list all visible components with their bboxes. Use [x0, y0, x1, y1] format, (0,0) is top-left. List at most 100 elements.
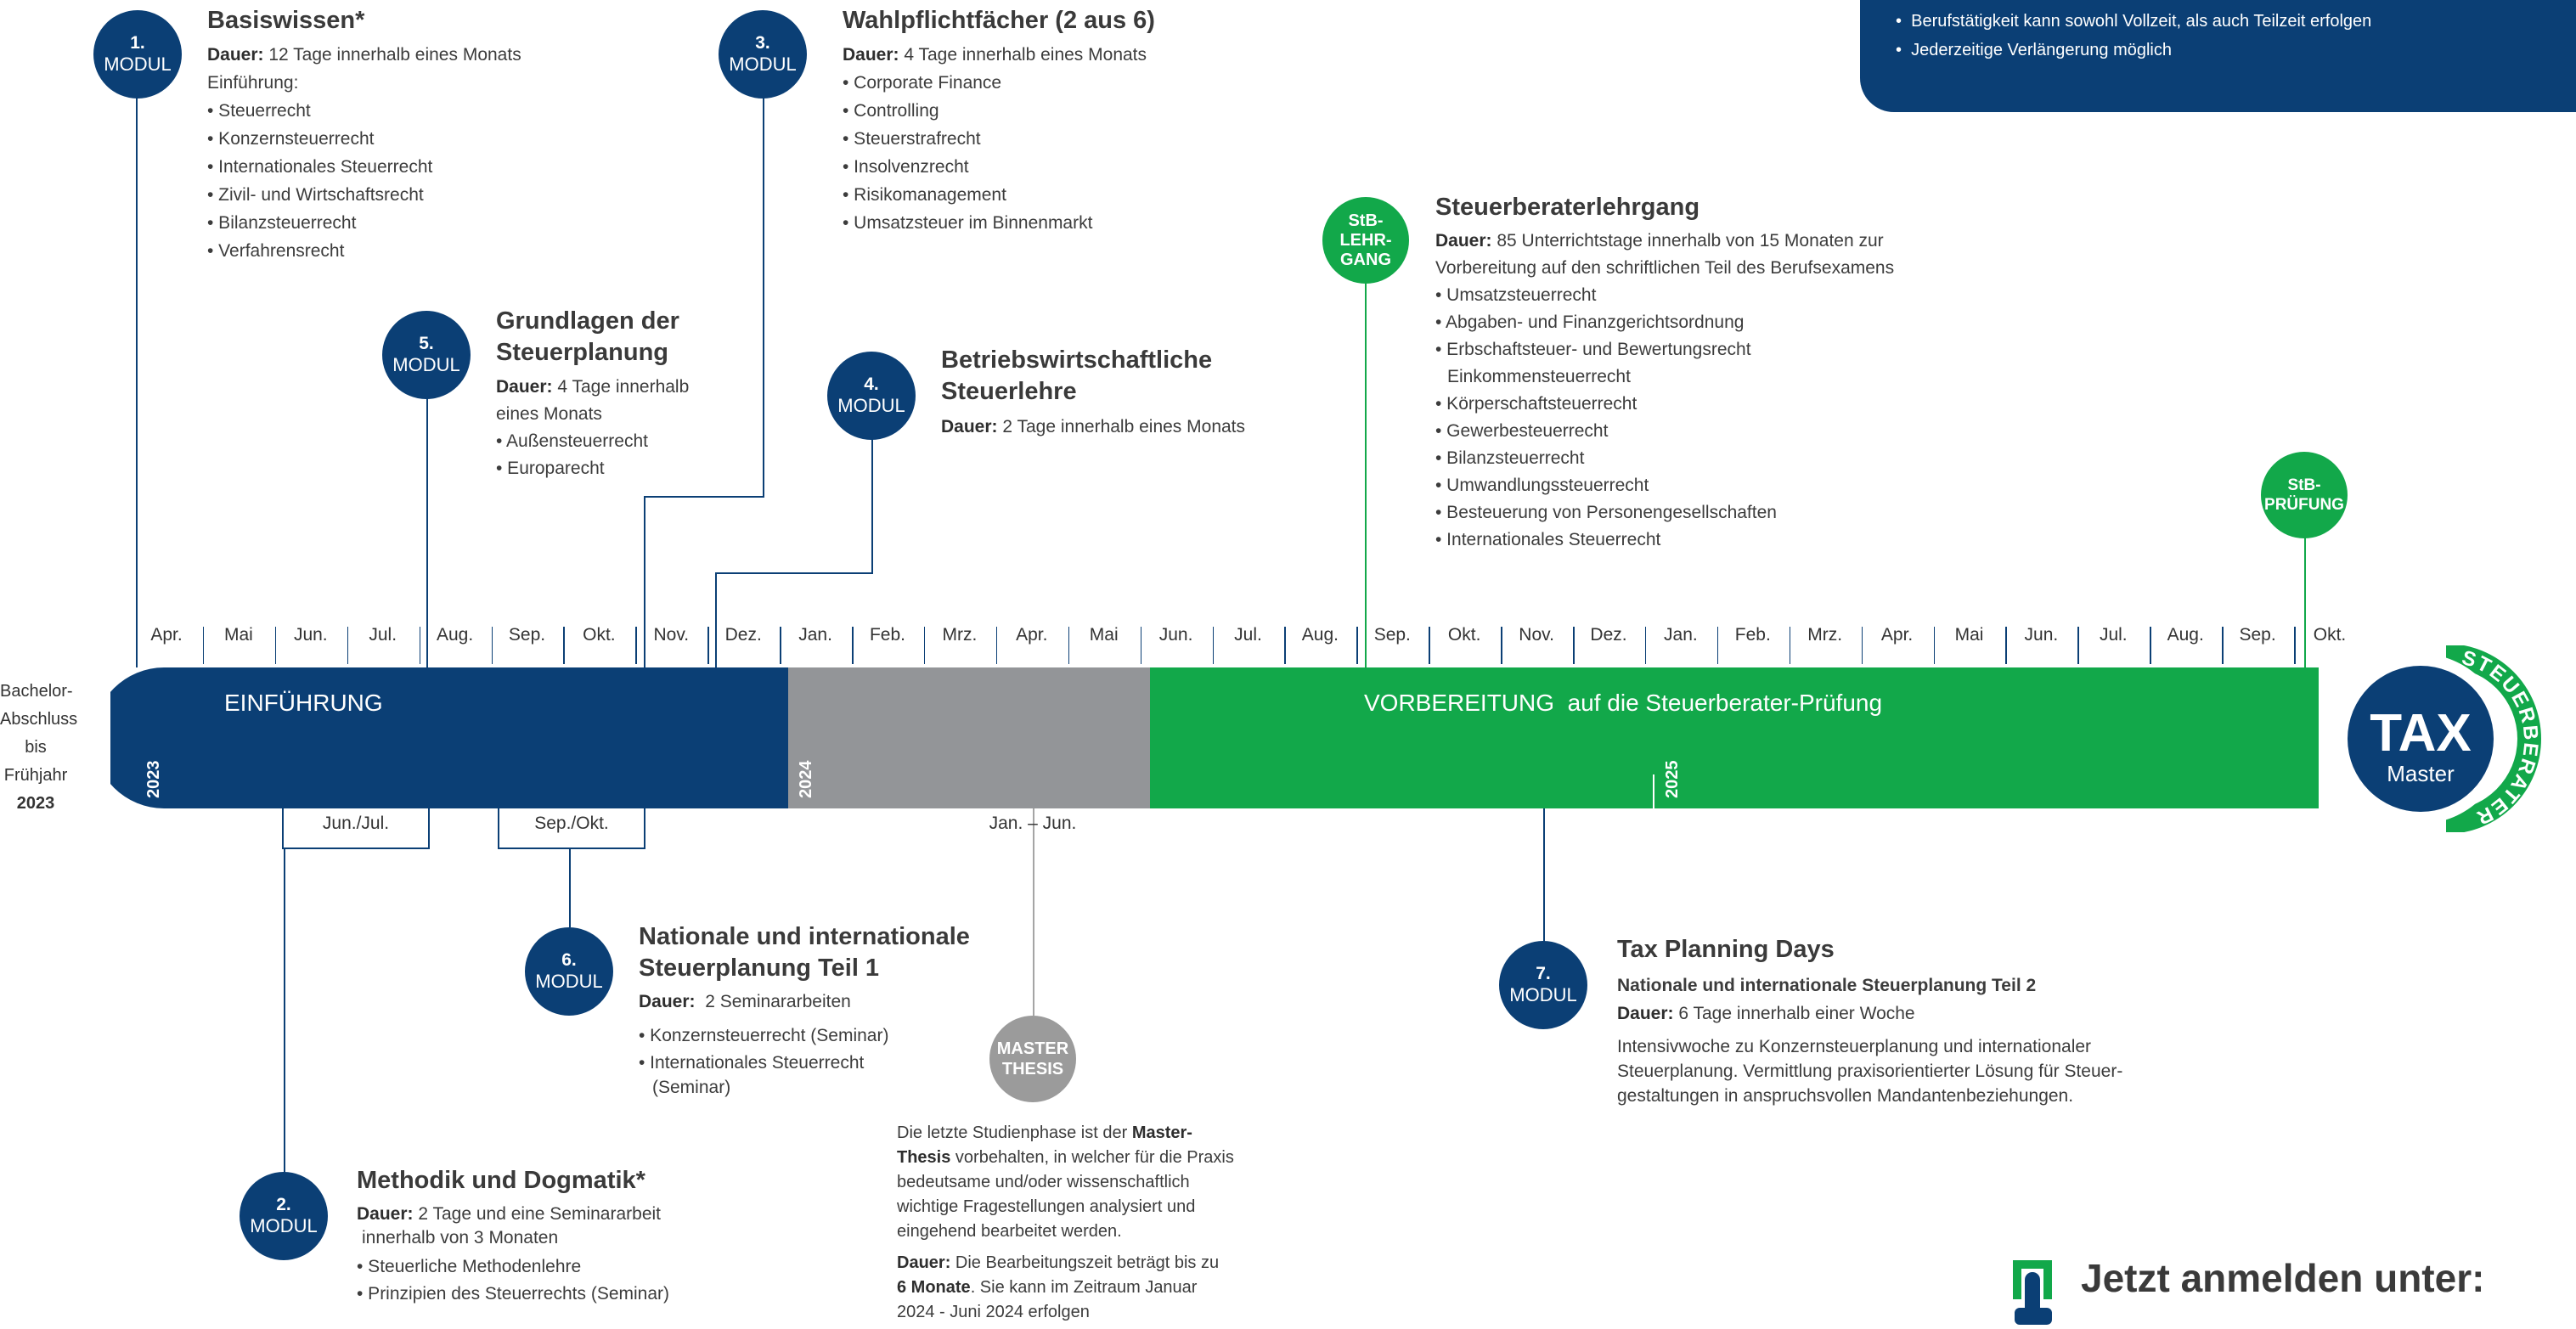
master-thesis-range: Jan. – Jun. — [989, 814, 1077, 833]
taxmaster-logo: STEUERBERATER TAX Master — [2319, 644, 2556, 834]
month-tick — [852, 627, 854, 664]
month-tick — [923, 627, 926, 664]
module-2-badge: 2.MODUL — [240, 1172, 328, 1260]
month-tick — [347, 627, 349, 664]
stb-lehrgang-badge: StB-LEHR-GANG — [1322, 197, 1409, 284]
module-7-title: Tax Planning Days — [1617, 936, 1835, 963]
month-label: Sep. — [508, 625, 546, 645]
month-tick — [1140, 627, 1142, 664]
pointer-hand-icon — [2013, 1260, 2052, 1325]
month-tick — [202, 627, 205, 664]
month-tick — [563, 627, 565, 664]
month-label: Aug. — [436, 625, 474, 645]
month-label: Okt. — [2313, 625, 2347, 645]
month-label: Okt. — [583, 625, 616, 645]
module-4-body: Dauer: 2 Tage innerhalb eines Monats — [941, 417, 1246, 436]
info-box: • Berufstätigkeit kann sowohl Vollzeit, … — [1860, 0, 2576, 112]
month-tick — [1789, 627, 1791, 664]
module-6-badge: 6.MODUL — [525, 927, 613, 1016]
month-label: Dez. — [724, 625, 762, 645]
month-tick — [1356, 627, 1358, 664]
month-tick — [635, 627, 637, 664]
module-2-body: Dauer: 2 Tage und eine Seminararbeit inn… — [357, 1204, 670, 1304]
month-label: Apr. — [1880, 625, 1914, 645]
month-tick — [2005, 627, 2007, 664]
month-label: Dez. — [1590, 625, 1627, 645]
phase-master-thesis — [788, 667, 1150, 808]
phase-einfuehrung: EINFÜHRUNG — [93, 667, 788, 808]
module-5-body: Dauer: 4 Tage innerhalb eines Monats • A… — [496, 377, 690, 478]
bracket-sep-okt: Sep./Okt. — [534, 814, 609, 833]
module-2-title: Methodik und Dogmatik* — [357, 1167, 645, 1194]
month-label: Jul. — [2099, 625, 2128, 645]
month-label: Mrz. — [942, 625, 978, 645]
stb-lehrgang-title: Steuerberaterlehrgang — [1435, 194, 1700, 221]
month-label: Jun. — [293, 625, 328, 645]
module-7-badge: 7.MODUL — [1499, 941, 1587, 1029]
module-6-body: Dauer: 2 Seminararbeiten • Konzernsteuer… — [639, 992, 889, 1097]
month-label: Jul. — [1234, 625, 1262, 645]
month-label: Mrz. — [1807, 625, 1843, 645]
month-label: Okt. — [1447, 625, 1481, 645]
month-tick — [2222, 627, 2224, 664]
module-7-body: Nationale und internationale Steuerplanu… — [1617, 976, 2123, 1106]
month-label: Jul. — [369, 625, 397, 645]
month-tick — [1933, 627, 1935, 664]
year-2023: 2023 — [144, 760, 163, 799]
month-label: Jun. — [1158, 625, 1193, 645]
register-cta[interactable]: Jetzt anmelden unter: — [2006, 1255, 2550, 1325]
month-tick — [419, 627, 421, 664]
module-3-body: Dauer: 4 Tage innerhalb eines Monats • C… — [843, 45, 1147, 233]
logo-tax: TAX — [2370, 704, 2471, 763]
stb-lehrgang-body: Dauer: 85 Unterrichtstage innerhalb von … — [1435, 231, 1895, 549]
month-tick — [2077, 627, 2079, 664]
month-label: Feb. — [1734, 625, 1771, 645]
module-5-badge: 5.MODUL — [382, 311, 471, 399]
month-tick — [1573, 627, 1575, 664]
month-label: Mai — [1954, 625, 1984, 645]
month-label: Apr. — [1016, 625, 1048, 645]
bachelor-label: Bachelor- Abschluss bis Frühjahr 2023 — [0, 682, 78, 813]
month-tick — [1429, 627, 1430, 664]
month-tick — [1068, 627, 1070, 664]
bracket-jun-jul: Jun./Jul. — [322, 814, 390, 833]
month-tick — [1644, 627, 1647, 664]
stb-pruefung-badge: StB-PRÜFUNG — [2261, 452, 2348, 538]
module-3-badge: 3.MODUL — [719, 10, 807, 99]
month-tick — [491, 627, 493, 664]
module-1-body: Dauer: 12 Tage innerhalb eines Monats Ei… — [207, 45, 521, 261]
module-3-title: Wahlpflichtfächer (2 aus 6) — [843, 7, 1155, 34]
month-tick — [2294, 627, 2296, 664]
logo-master: Master — [2387, 761, 2455, 786]
month-tick — [780, 627, 781, 664]
month-label: Aug. — [1301, 625, 1339, 645]
year-2024: 2024 — [797, 760, 815, 799]
module-1-title: Basiswissen* — [207, 7, 365, 34]
month-tick — [1861, 627, 1863, 664]
month-tick — [1716, 627, 1719, 664]
month-tick — [2150, 627, 2151, 664]
master-thesis-text: Die letzte Studienphase ist der Master- … — [897, 1123, 1234, 1321]
month-tick — [1212, 627, 1214, 664]
info-bullet: • Berufstätigkeit kann sowohl Vollzeit, … — [1896, 12, 2372, 31]
month-label: Feb. — [869, 625, 906, 645]
month-tick — [995, 627, 998, 664]
month-label: Nov. — [1519, 625, 1554, 645]
year-2025: 2025 — [1663, 760, 1682, 799]
month-tick — [707, 627, 709, 664]
month-label: Mai — [1089, 625, 1119, 645]
month-tick — [1284, 627, 1286, 664]
month-tick — [1501, 627, 1502, 664]
month-label: Nov. — [653, 625, 690, 645]
month-label: Mai — [223, 625, 253, 645]
month-tick — [274, 627, 277, 664]
month-label: Jun. — [2024, 625, 2059, 645]
info-bullet: • Jederzeitige Verlängerung möglich — [1896, 41, 2172, 59]
phase-vorbereitung: VORBEREITUNG auf die Steuerberater-Prüfu… — [1150, 667, 2365, 808]
module-4-badge: 4.MODUL — [827, 352, 916, 440]
month-label: Sep. — [2239, 625, 2276, 645]
